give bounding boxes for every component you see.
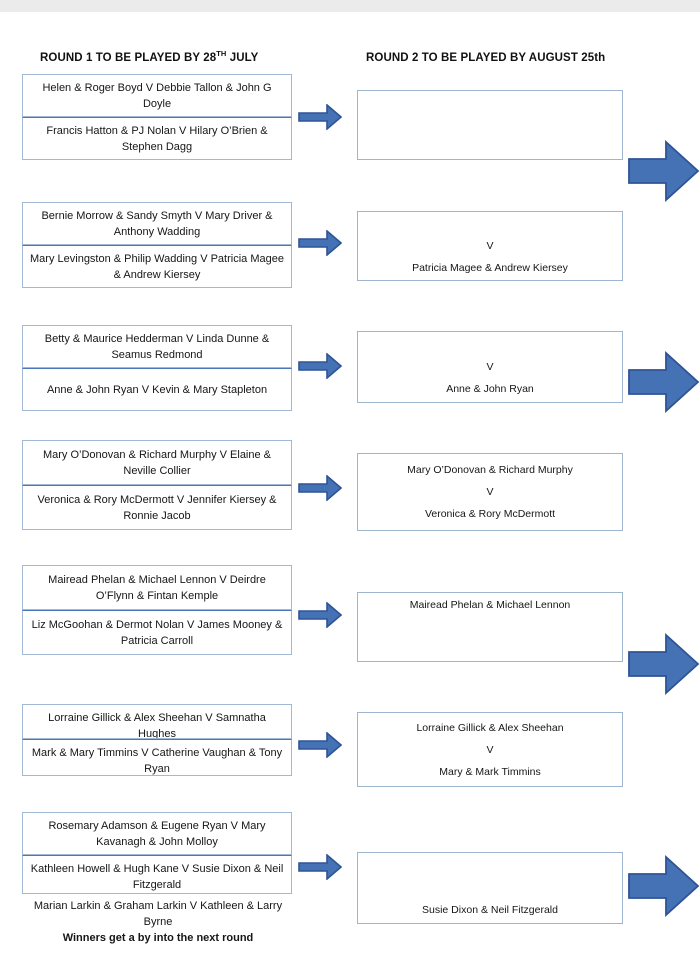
round-2-line-top: Lorraine Gillick & Alex Sheehan bbox=[416, 721, 564, 734]
round-2-line-versus: V bbox=[486, 743, 494, 756]
scan-top-band bbox=[0, 0, 700, 12]
round-2-heading: ROUND 2 TO BE PLAYED BY AUGUST 25th bbox=[366, 52, 606, 64]
advance-to-round-3-arrow bbox=[628, 351, 700, 413]
round-2-line-bottom: Mary & Mark Timmins bbox=[439, 765, 541, 778]
round-1-match-box[interactable]: Kathleen Howell & Hugh Kane V Susie Dixo… bbox=[22, 855, 292, 894]
round-1-group: Betty & Maurice Hedderman V Linda Dunne … bbox=[22, 325, 292, 411]
round-1-match-box[interactable]: Bernie Morrow & Sandy Smyth V Mary Drive… bbox=[22, 202, 292, 245]
bye-note-text: Winners get a by into the next round bbox=[62, 932, 254, 944]
round-2-line-versus: V bbox=[486, 361, 494, 373]
round-2-match-box[interactable] bbox=[357, 90, 623, 160]
round-2-line-versus: V bbox=[486, 486, 494, 498]
round-1-match-box[interactable]: Mary Levingston & Philip Wadding V Patri… bbox=[22, 245, 292, 288]
round-1-match-text: Anne & John Ryan V Kevin & Mary Stapleto… bbox=[46, 383, 268, 396]
round-2-match-box[interactable]: V Patricia Magee & Andrew Kiersey bbox=[357, 211, 623, 281]
round-1-match-box[interactable]: Lorraine Gillick & Alex Sheehan V Samnat… bbox=[22, 704, 292, 739]
advance-to-round-2-arrow bbox=[298, 602, 342, 628]
round-1-match-box[interactable]: Rosemary Adamson & Eugene Ryan V Mary Ka… bbox=[22, 812, 292, 855]
round-2-line-top bbox=[358, 213, 622, 235]
round-2-line-bottom: Susie Dixon & Neil Fitzgerald bbox=[422, 904, 558, 916]
round-1-match-text: Mairead Phelan & Michael Lennon V Deirdr… bbox=[48, 573, 266, 602]
round-1-match-box[interactable]: Mark & Mary Timmins V Catherine Vaughan … bbox=[22, 739, 292, 776]
advance-to-round-2-arrow bbox=[298, 104, 342, 130]
round-1-match-text: Veronica & Rory McDermott V Jennifer Kie… bbox=[37, 493, 277, 522]
round-2-match-box[interactable]: V Anne & John Ryan bbox=[357, 331, 623, 403]
round-2-line-bottom: Veronica & Rory McDermott bbox=[424, 508, 556, 520]
round-1-match-text: Liz McGoohan & Dermot Nolan V James Moon… bbox=[31, 618, 283, 647]
round-2-match-box[interactable]: Mary O’Donovan & Richard Murphy V Veroni… bbox=[357, 453, 623, 531]
round-1-match-box[interactable]: Mairead Phelan & Michael Lennon V Deirdr… bbox=[22, 565, 292, 610]
advance-to-round-2-arrow bbox=[298, 353, 342, 379]
round-2-line-top: Mary O’Donovan & Richard Murphy bbox=[407, 464, 573, 476]
round-1-match-box[interactable]: Veronica & Rory McDermott V Jennifer Kie… bbox=[22, 485, 292, 530]
round-1-group: Helen & Roger Boyd V Debbie Tallon & Joh… bbox=[22, 74, 292, 160]
round-1-match-box[interactable]: Helen & Roger Boyd V Debbie Tallon & Joh… bbox=[22, 74, 292, 117]
round-2-line-versus bbox=[358, 114, 622, 136]
round-2-line-versus bbox=[358, 877, 622, 899]
round-2-line-top bbox=[358, 92, 622, 114]
round-2-line-versus bbox=[358, 616, 622, 638]
bye-match-text: Marian Larkin & Graham Larkin V Kathleen… bbox=[33, 900, 283, 928]
round-1-match-box[interactable]: Liz McGoohan & Dermot Nolan V James Moon… bbox=[22, 610, 292, 655]
round-2-line-bottom bbox=[358, 136, 622, 158]
round-1-heading-superscript: TH bbox=[216, 49, 227, 59]
round-1-match-text: Lorraine Gillick & Alex Sheehan V Samnat… bbox=[48, 712, 266, 739]
round-1-match-box[interactable]: Mary O’Donovan & Richard Murphy V Elaine… bbox=[22, 440, 292, 485]
round-1-group: Rosemary Adamson & Eugene Ryan V Mary Ka… bbox=[22, 812, 292, 894]
round-2-match-box[interactable]: Susie Dixon & Neil Fitzgerald bbox=[357, 852, 623, 924]
round-2-line-bottom bbox=[358, 638, 622, 660]
round-1-group: Lorraine Gillick & Alex Sheehan V Samnat… bbox=[22, 704, 292, 776]
round-1-match-box[interactable]: Betty & Maurice Hedderman V Linda Dunne … bbox=[22, 325, 292, 368]
round-2-line-bottom: Patricia Magee & Andrew Kiersey bbox=[412, 262, 568, 274]
round-1-match-text: Mary O’Donovan & Richard Murphy V Elaine… bbox=[42, 448, 272, 477]
round-2-line-top bbox=[358, 855, 622, 877]
round-2-line-top: Mairead Phelan & Michael Lennon bbox=[409, 599, 571, 611]
round-1-group: Mary O’Donovan & Richard Murphy V Elaine… bbox=[22, 440, 292, 530]
advance-to-round-3-arrow bbox=[628, 855, 700, 917]
round-2-line-top bbox=[358, 334, 622, 356]
advance-to-round-3-arrow bbox=[628, 633, 700, 695]
round-1-group: Mairead Phelan & Michael Lennon V Deirdr… bbox=[22, 565, 292, 655]
round-2-line-versus: V bbox=[486, 240, 494, 252]
round-1-heading-pre: ROUND 1 TO BE PLAYED BY 28 bbox=[40, 52, 217, 64]
round-1-match-box[interactable]: Francis Hatton & PJ Nolan V Hilary O’Bri… bbox=[22, 117, 292, 160]
bracket-page: ROUND 1 TO BE PLAYED BY 28TH JULY ROUND … bbox=[0, 12, 700, 980]
advance-to-round-3-arrow bbox=[628, 140, 700, 202]
round-1-heading: ROUND 1 TO BE PLAYED BY 28TH JULY bbox=[40, 49, 259, 64]
round-1-match-text: Kathleen Howell & Hugh Kane V Susie Dixo… bbox=[30, 863, 284, 891]
round-1-match-text: Betty & Maurice Hedderman V Linda Dunne … bbox=[44, 332, 270, 361]
round-1-group: Bernie Morrow & Sandy Smyth V Mary Drive… bbox=[22, 202, 292, 288]
round-1-match-text: Rosemary Adamson & Eugene Ryan V Mary Ka… bbox=[48, 819, 266, 848]
round-1-match-text: Mary Levingston & Philip Wadding V Patri… bbox=[30, 252, 284, 281]
advance-to-round-2-arrow bbox=[298, 230, 342, 256]
round-1-heading-post: JULY bbox=[226, 52, 259, 64]
advance-to-round-2-arrow bbox=[298, 732, 342, 758]
round-1-match-text: Mark & Mary Timmins V Catherine Vaughan … bbox=[31, 747, 283, 775]
round-1-match-text: Francis Hatton & PJ Nolan V Hilary O’Bri… bbox=[46, 124, 268, 153]
round-2-match-box[interactable]: Mairead Phelan & Michael Lennon bbox=[357, 592, 623, 662]
round-2-line-bottom: Anne & John Ryan bbox=[446, 383, 534, 395]
advance-to-round-2-arrow bbox=[298, 475, 342, 501]
round-2-match-box[interactable]: Lorraine Gillick & Alex Sheehan V Mary &… bbox=[357, 712, 623, 787]
advance-to-round-2-arrow bbox=[298, 854, 342, 880]
round-1-match-text: Bernie Morrow & Sandy Smyth V Mary Drive… bbox=[41, 209, 273, 238]
round-1-match-box[interactable]: Anne & John Ryan V Kevin & Mary Stapleto… bbox=[22, 368, 292, 411]
round-1-match-text: Helen & Roger Boyd V Debbie Tallon & Joh… bbox=[42, 81, 272, 110]
